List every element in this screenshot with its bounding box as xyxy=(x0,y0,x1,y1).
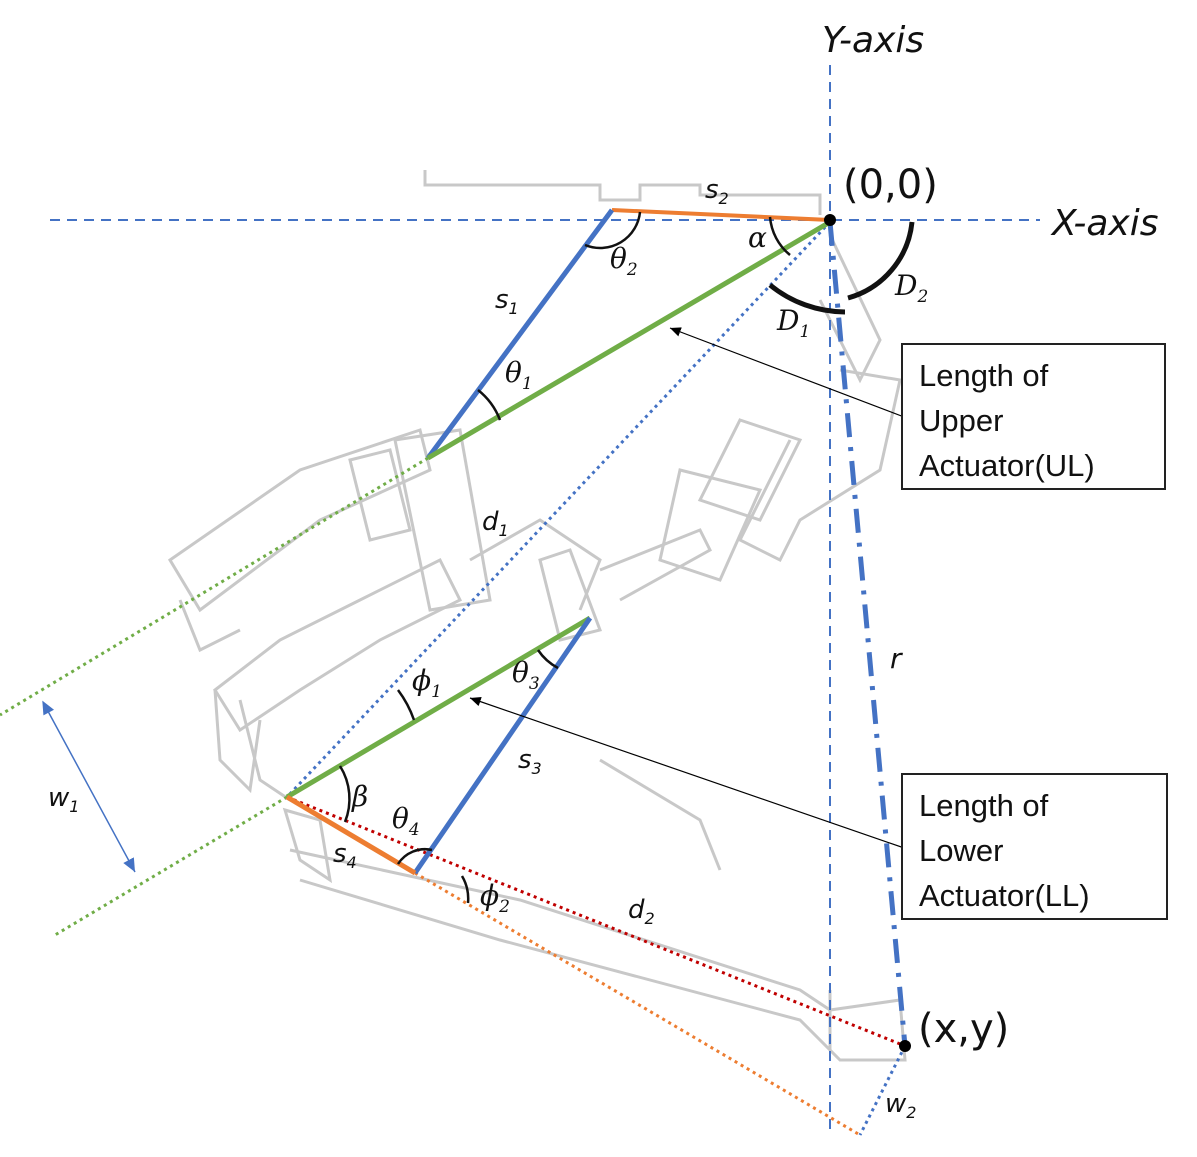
w1-dimension xyxy=(42,700,136,873)
D1-arc xyxy=(768,283,846,315)
beta-arc xyxy=(338,765,351,823)
theta4-arc xyxy=(396,848,433,865)
phi1-label: ϕ1 xyxy=(412,664,442,702)
origin-label: (0,0) xyxy=(843,162,938,208)
r-label: r xyxy=(890,642,903,675)
beta-label: β xyxy=(351,780,368,813)
s1-label: s1 xyxy=(495,285,519,318)
symbol-labels: s2 s1 θ2 α D2 D1 θ1 d1 r ϕ1 θ3 s3 w1 β θ… xyxy=(48,175,928,1122)
upper-callout-line-3: Actuator(UL) xyxy=(919,448,1095,483)
y-axis-label: Y-axis xyxy=(822,20,924,61)
theta1-arc xyxy=(477,389,502,421)
phi2-label: ϕ2 xyxy=(480,879,510,917)
lower-actuator-callout: Length of Lower Actuator(LL) xyxy=(901,773,1168,920)
theta2-arc xyxy=(584,211,642,250)
s4-label: s4 xyxy=(333,839,357,872)
lower-callout-line-1: Length of xyxy=(919,788,1049,823)
upper-callout-line-2: Upper xyxy=(919,403,1004,438)
s1-link xyxy=(425,208,615,460)
upper-actuator-callout: Length of Upper Actuator(UL) xyxy=(901,343,1166,490)
w1-label: w1 xyxy=(48,783,79,816)
w2-dotted-line xyxy=(858,1045,907,1136)
x-axis-label: X-axis xyxy=(1050,203,1158,244)
s4-link xyxy=(285,794,417,876)
d1-label: d1 xyxy=(482,507,509,540)
green-dotted-lower xyxy=(54,795,288,937)
s3-label: s3 xyxy=(518,745,542,778)
theta1-label: θ1 xyxy=(505,356,533,394)
end-point xyxy=(899,1040,911,1052)
green-dotted-upper xyxy=(0,456,429,717)
d2-dotted-line xyxy=(286,795,906,1048)
alpha-arc xyxy=(768,216,791,256)
lower-actuator-line xyxy=(285,615,592,800)
orange-dotted-line xyxy=(414,871,861,1137)
lower-callout-arrow xyxy=(469,696,911,851)
upper-callout-arrow xyxy=(669,327,913,421)
s2-link xyxy=(611,208,831,222)
angle-arcs xyxy=(338,211,791,904)
D2-arc xyxy=(847,221,915,301)
phi2-arc xyxy=(460,875,470,904)
D1-label: D1 xyxy=(776,304,810,342)
theta4-label: θ4 xyxy=(392,802,420,840)
end-label: (x,y) xyxy=(918,1006,1009,1052)
s3-link xyxy=(412,616,593,875)
ghost-mechanism xyxy=(167,170,907,1062)
theta2-label: θ2 xyxy=(610,242,638,280)
lower-callout-line-3: Actuator(LL) xyxy=(919,878,1090,913)
d1-dotted-line xyxy=(285,220,832,799)
origin-point xyxy=(824,214,836,226)
theta3-label: θ3 xyxy=(512,656,540,694)
phi1-arc xyxy=(396,689,416,721)
theta3-arc xyxy=(536,649,559,670)
w2-label: w2 xyxy=(885,1089,916,1122)
d2-label: d2 xyxy=(628,895,655,928)
alpha-label: α xyxy=(748,221,767,254)
lower-callout-line-2: Lower xyxy=(919,833,1004,868)
D2-label: D2 xyxy=(894,269,928,307)
upper-callout-line-1: Length of xyxy=(919,358,1049,393)
r-line xyxy=(827,221,908,1047)
upper-actuator-line xyxy=(426,219,832,461)
s2-label: s2 xyxy=(705,175,729,208)
